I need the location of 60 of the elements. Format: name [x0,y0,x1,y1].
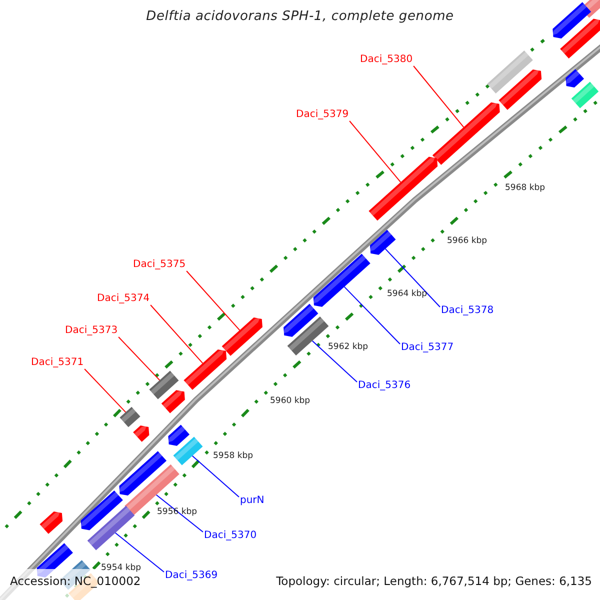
gene-block [184,349,227,390]
leader-line [344,286,400,344]
leader-line [384,248,440,308]
gene-block [369,230,396,255]
gene-block [552,2,592,39]
tick-label: 5966 kbp [447,236,488,246]
leader-line [150,304,204,364]
tick-label: 5956 kbp [157,507,198,517]
leader-line [114,532,164,572]
gene-block [432,102,500,165]
tick-label: 5954 kbp [101,563,142,573]
gene-block [487,50,533,94]
leader-line [312,340,358,382]
gene-block [118,451,167,496]
gene-block [222,317,262,356]
gene-label: Daci_5371 [31,357,84,369]
gene-label: Daci_5380 [360,54,413,66]
leader-line [186,270,240,331]
gene-label: Daci_5369 [165,570,218,582]
gene-block [149,370,179,400]
gene-block [560,18,600,59]
leader-line [413,66,464,128]
gene-label: Daci_5370 [204,530,257,542]
gene-label: Daci_5378 [441,305,494,317]
gene-label: purN [240,495,264,507]
gene-block [498,69,542,110]
leader-line [349,120,402,183]
gene-label: Daci_5375 [133,259,186,271]
gene-block [40,511,63,534]
leader-line [118,336,160,381]
gene-label: Daci_5379 [296,109,349,121]
gene-label: Daci_5374 [97,293,150,305]
gene-block [564,69,584,88]
gene-block [87,506,135,550]
gene-label: Daci_5377 [401,342,454,354]
gene-block [287,316,329,356]
tick-label: 5962 kbp [328,342,368,352]
genome-summary: Topology: circular; Length: 6,767,514 bp; Genes: 6,135 [276,574,592,588]
accession-label: Accession: NC_010002 [10,574,141,588]
leader-line [84,368,126,413]
gene-block [282,304,318,337]
gene-block [161,390,185,414]
tick-label: 5960 kbp [270,396,310,406]
gene-block [368,156,438,221]
gene-label: Daci_5373 [65,325,118,337]
gene-block [120,406,140,428]
tick-label: 5968 kbp [505,183,546,193]
gene-block [124,464,180,516]
gene-block [167,424,190,446]
gene-label: Daci_5376 [358,380,411,392]
gene-block [80,490,123,530]
gene-block [133,425,150,442]
title: Delftia acidovorans SPH-1, complete genome [145,9,455,24]
gene-block [173,436,203,466]
tick-label: 5964 kbp [387,289,428,299]
tick-label: 5958 kbp [213,451,254,461]
leader-line [156,494,204,532]
gene-block [571,82,599,108]
leader-line [192,455,240,498]
gene-block [312,254,370,307]
